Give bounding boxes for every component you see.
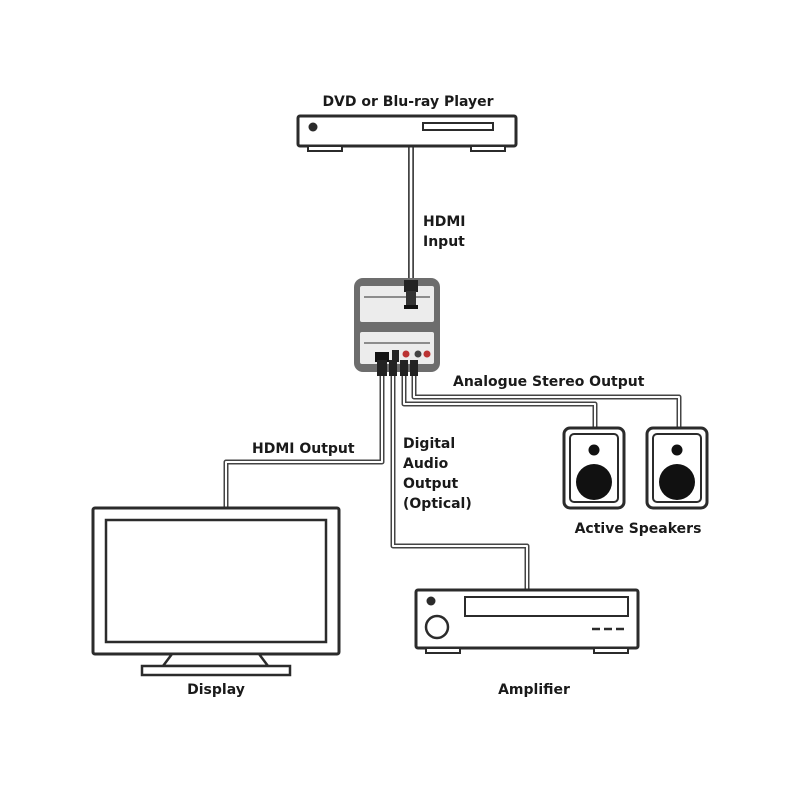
amplifier-label: Amplifier [498, 682, 570, 698]
display-icon [91, 506, 341, 677]
hdmi-output-label: HDMI Output [252, 441, 355, 457]
digital-audio-line2: Audio [403, 456, 449, 472]
dvd-player-icon [296, 114, 518, 152]
hdmi-input-line2: Input [423, 234, 465, 250]
amplifier-icon [414, 588, 640, 654]
hdmi-audio-extractor-icon [354, 278, 440, 376]
cables [223, 146, 682, 590]
digital-audio-line4: (Optical) [403, 496, 472, 512]
dvd-player-label: DVD or Blu-ray Player [322, 94, 494, 110]
active-speakers-label: Active Speakers [574, 521, 702, 537]
display-label: Display [187, 682, 245, 698]
speaker-right-icon [645, 426, 709, 510]
speaker-left-icon [562, 426, 626, 510]
analogue-stereo-label: Analogue Stereo Output [453, 374, 645, 390]
digital-audio-line3: Output [403, 476, 459, 492]
digital-audio-label: Digital Audio Output (Optical) [403, 434, 472, 514]
hdmi-input-line1: HDMI [423, 214, 466, 230]
hdmi-input-label: HDMI Input [423, 212, 465, 252]
digital-audio-line1: Digital [403, 436, 456, 452]
